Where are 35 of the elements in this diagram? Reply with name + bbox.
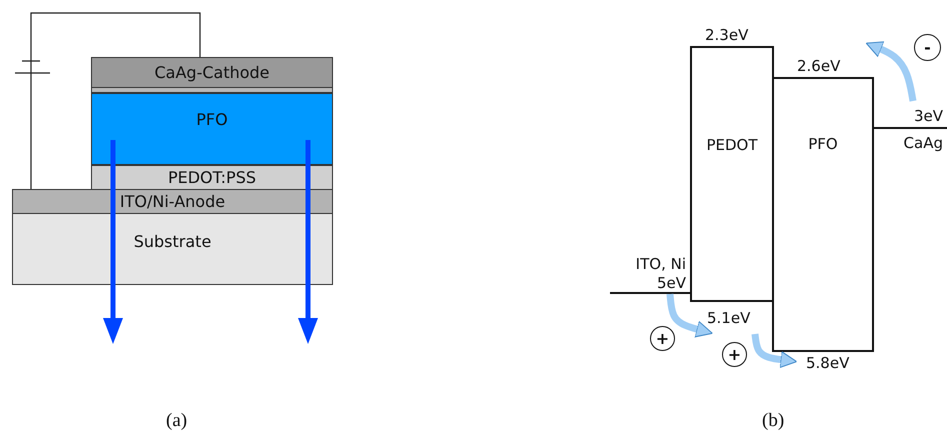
charge-injection-arrow — [752, 334, 798, 368]
layer-label: CaAg-Cathode — [154, 63, 270, 82]
charge-injection-arrow — [866, 41, 916, 102]
level-label: 3eV — [914, 107, 943, 125]
layer-label: PEDOT:PSS — [168, 168, 256, 187]
charge-sign: + — [656, 329, 670, 348]
layer-label: Substrate — [134, 232, 212, 250]
charge-circle — [650, 326, 675, 351]
energy-band — [690, 46, 774, 302]
energy-value: 2.3eV — [705, 26, 748, 44]
energy-value: 5.8eV — [806, 354, 850, 372]
band-label: PEDOT — [705, 136, 759, 154]
charge-circle — [914, 34, 941, 61]
charge-injection-arrow — [666, 294, 713, 338]
panel-caption: (a) — [166, 410, 188, 432]
energy-value: 5.1eV — [707, 309, 750, 327]
hole-transport-layer — [91, 165, 333, 190]
charge-sign: - — [924, 38, 931, 57]
layer-label: ITO/Ni-Anode — [120, 192, 226, 211]
energy-band — [772, 77, 874, 352]
level-label: 5eV — [656, 274, 686, 292]
charge-circle — [722, 342, 747, 367]
layer-label: PFO — [196, 110, 228, 128]
level-label: CaAg — [904, 134, 943, 152]
energy-value: 2.6eV — [797, 57, 840, 75]
band-label: PFO — [807, 135, 839, 153]
emitter-layer — [91, 93, 333, 165]
energy-level — [610, 255, 691, 294]
level-label: ITO, Ni — [636, 255, 686, 273]
substrate-layer — [12, 213, 333, 285]
circuit-wire — [30, 12, 201, 189]
cathode-layer — [91, 57, 333, 88]
anode-layer — [12, 189, 333, 214]
panel-caption: (b) — [762, 410, 784, 432]
charge-sign: + — [728, 345, 742, 364]
